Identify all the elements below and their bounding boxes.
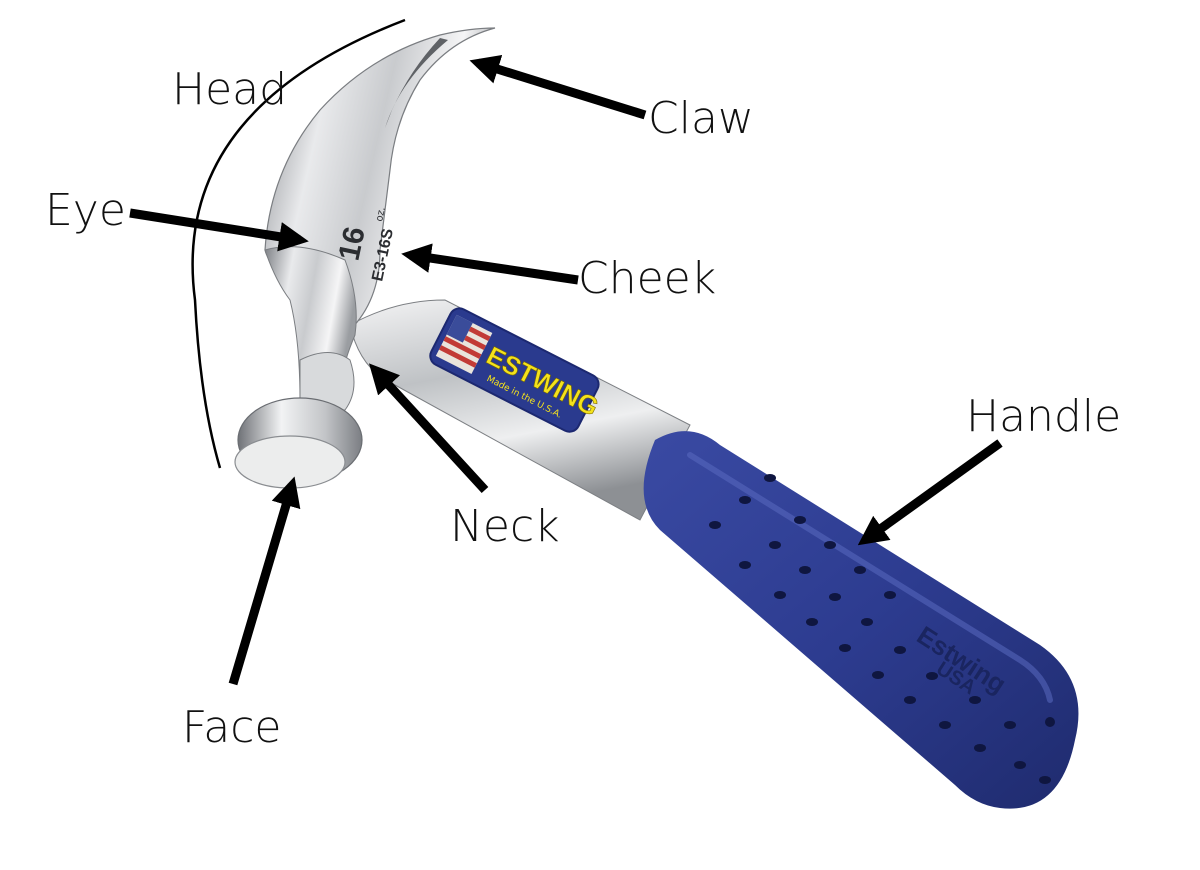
flag-icon bbox=[435, 314, 493, 374]
eye-arrow bbox=[129, 208, 309, 252]
claw-arrow bbox=[469, 55, 647, 120]
label-claw: Claw bbox=[648, 93, 754, 144]
hammer-face bbox=[234, 435, 346, 489]
label-eye: Eye bbox=[45, 185, 126, 236]
label-face: Face bbox=[182, 702, 282, 753]
label-neck: Neck bbox=[450, 501, 560, 552]
head-stamp-unit: oz. bbox=[374, 206, 388, 223]
head-bracket-arc bbox=[191, 18, 406, 469]
arrows bbox=[129, 55, 1003, 686]
head-stamp-weight: 16 bbox=[333, 224, 372, 264]
label-head: Head bbox=[172, 64, 287, 115]
handle-arrow bbox=[857, 439, 1003, 546]
label-handle: Handle bbox=[966, 391, 1121, 442]
grip-holes bbox=[709, 474, 1055, 784]
hammer-grip-highlight bbox=[687, 452, 1053, 703]
hammer-grip bbox=[643, 431, 1079, 809]
neck-bulge bbox=[299, 352, 355, 411]
hammer-shaft bbox=[349, 299, 691, 521]
face-arrow bbox=[228, 476, 301, 686]
cheek-arrow bbox=[401, 243, 579, 285]
label-cheek: Cheek bbox=[578, 253, 716, 304]
neck-arrow bbox=[368, 363, 489, 494]
hammer-illustration: Estwing USA ESTWING Made in the U.S.A. 1… bbox=[234, 27, 1079, 809]
